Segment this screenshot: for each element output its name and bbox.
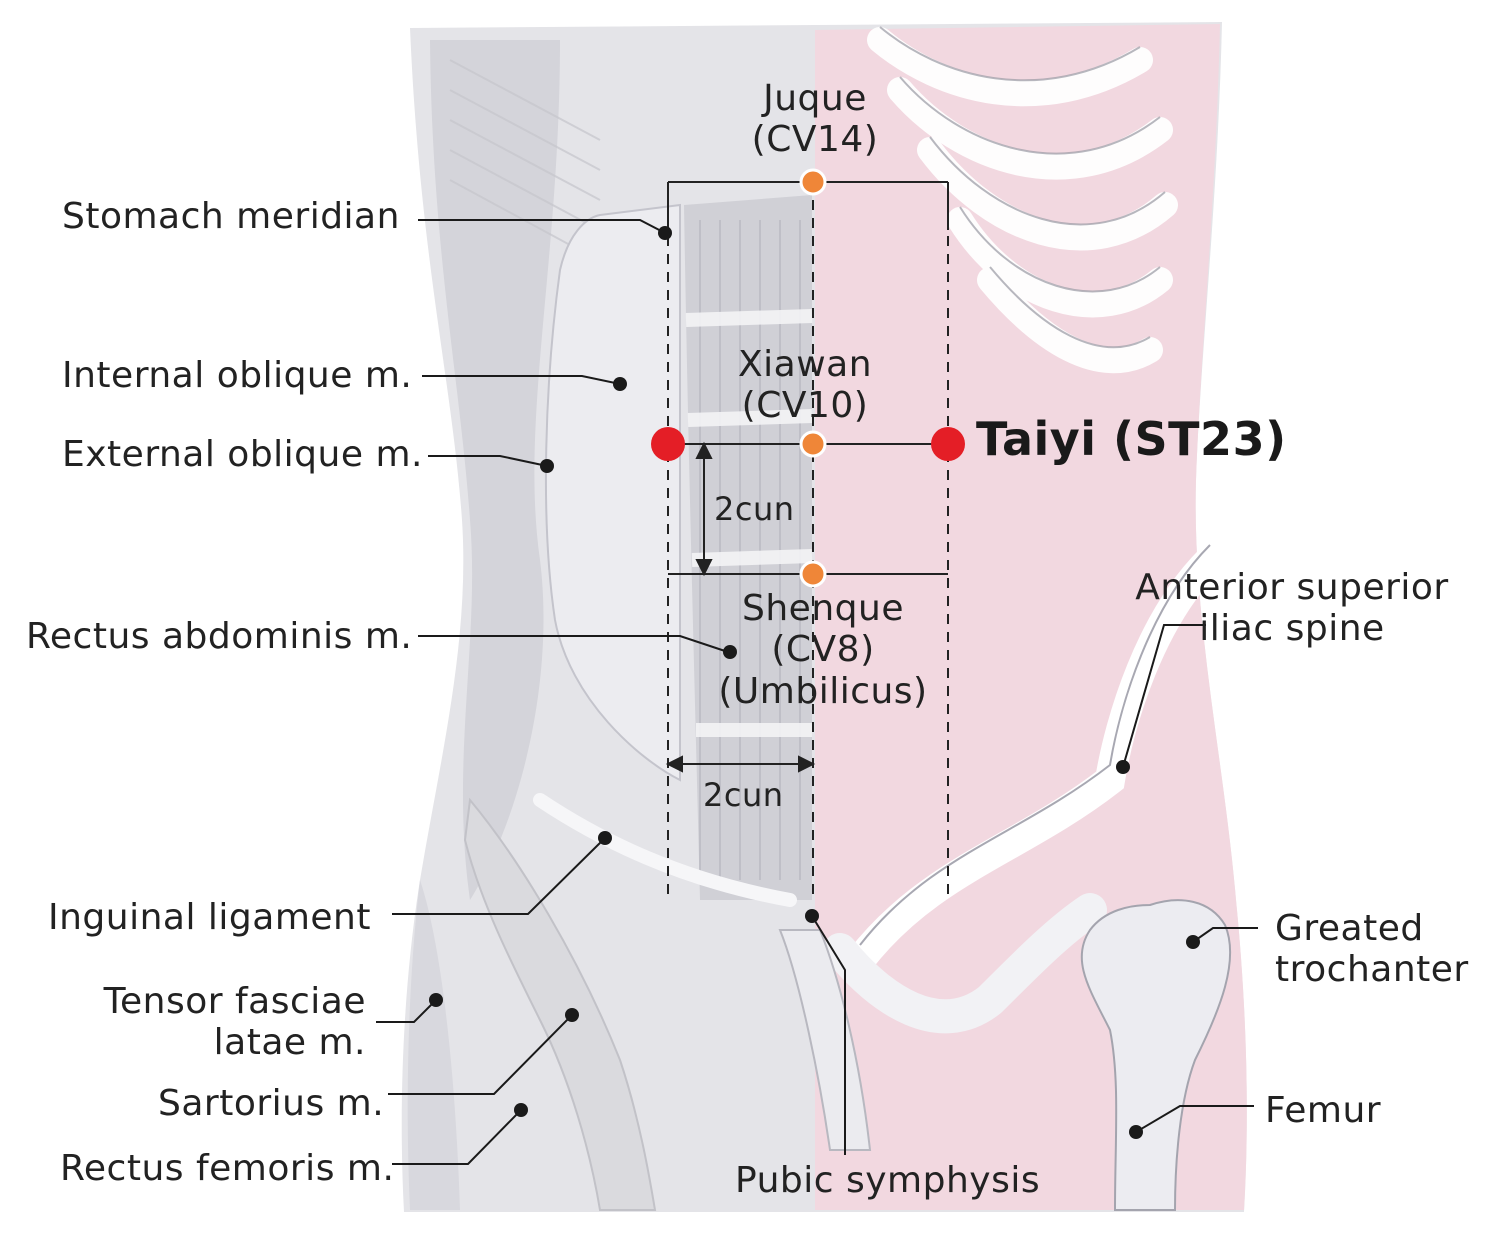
leader-rectus-abdominis: [418, 635, 729, 653]
pubic-bone: [778, 929, 872, 1151]
leader-inguinal-ligament: [392, 837, 606, 915]
leader-tensor: [376, 999, 437, 1023]
asis-label: Anterior superior iliac spine: [1124, 567, 1460, 650]
taiyi-right-point: [931, 427, 965, 461]
horizontal-2cun-arrow: [665, 755, 816, 773]
rectus-abdominis-label: Rectus abdominis m.: [26, 616, 413, 657]
leader-sartorius: [388, 1014, 573, 1095]
chest-striations: [449, 59, 601, 246]
leader-rectus-femoris: [392, 1109, 522, 1165]
leader-internal-oblique: [422, 375, 621, 385]
xiawan-name: Xiawan: [737, 344, 873, 385]
leader-stomach-meridian: [418, 219, 666, 234]
xiawan-point: [799, 430, 827, 458]
horizontal-2cun-label: 2cun: [703, 776, 784, 814]
sartorius-label: Sartorius m.: [158, 1083, 385, 1124]
xiawan-label: Xiawan (CV10): [725, 344, 885, 427]
measurement-frame: [667, 181, 949, 900]
iliac-crest: [845, 545, 1225, 975]
stomach-meridian-label: Stomach meridian: [62, 196, 400, 237]
juque-name: Juque: [763, 78, 867, 119]
tensor-label: Tensor fasciae latae m.: [60, 981, 366, 1064]
leader-lines: [376, 219, 1258, 1165]
rib-cage-outline: [879, 26, 1166, 349]
inguinal-ligament-label: Inguinal ligament: [48, 897, 371, 938]
trochanter-line2: trochanter: [1275, 949, 1469, 991]
shenque-code: (CV8): [771, 629, 875, 671]
asis-line1: Anterior superior: [1135, 567, 1449, 608]
juque-point: [799, 168, 827, 196]
asis-line2: iliac spine: [1199, 608, 1385, 650]
tensor-line2: latae m.: [213, 1022, 366, 1064]
taiyi-label: Taiyi (ST23): [976, 412, 1287, 466]
leader-trochanter: [1192, 927, 1258, 943]
internal-oblique-label: Internal oblique m.: [62, 355, 413, 396]
taiyi-acupoints: [651, 427, 965, 461]
reference-acupoints: [799, 168, 827, 588]
xiawan-code: (CV10): [741, 385, 869, 427]
femur-bone: [1080, 899, 1232, 1211]
tensor-muscle: [407, 880, 460, 1210]
trochanter-line1: Greated: [1275, 908, 1424, 949]
inguinal-band: [533, 793, 797, 907]
pubic-symphysis-label: Pubic symphysis: [735, 1160, 1041, 1201]
shenque-note: (Umbilicus): [718, 670, 928, 712]
shenque-point: [799, 560, 827, 588]
leader-dots: [429, 226, 1200, 1139]
shenque-name: Shenque: [742, 588, 904, 629]
flank-shading: [430, 40, 560, 900]
iliac-crest-outline: [859, 544, 1211, 946]
pelvic-ring: [823, 893, 1107, 1034]
trochanter-label: Greated trochanter: [1275, 908, 1469, 991]
shenque-label: Shenque (CV8) (Umbilicus): [708, 588, 938, 712]
external-oblique-label: External oblique m.: [62, 434, 423, 475]
rib-cage: [867, 27, 1178, 374]
tensor-line1: Tensor fasciae: [103, 981, 366, 1022]
leader-external-oblique: [428, 455, 548, 467]
vertical-2cun-label: 2cun: [714, 490, 795, 528]
juque-code: (CV14): [751, 119, 879, 161]
juque-label: Juque (CV14): [735, 78, 895, 161]
leader-femur: [1135, 1105, 1254, 1133]
taiyi-left-point: [651, 427, 685, 461]
vertical-2cun-arrow: [695, 441, 713, 577]
sartorius-muscle: [463, 797, 657, 1211]
femur-label: Femur: [1265, 1090, 1382, 1131]
leader-pubic-symphysis: [811, 915, 846, 1155]
leader-asis: [1122, 624, 1206, 768]
rectus-femoris-label: Rectus femoris m.: [60, 1148, 395, 1189]
